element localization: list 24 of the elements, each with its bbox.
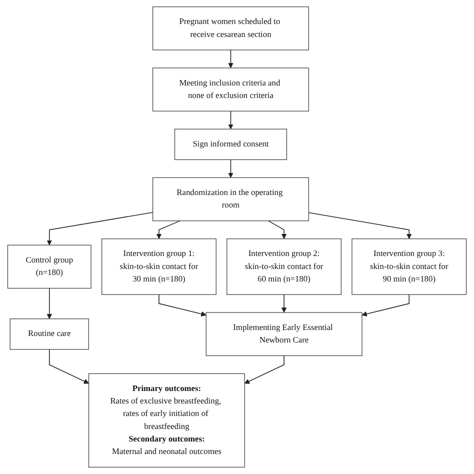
node-box: Routine care bbox=[10, 318, 89, 350]
arrow bbox=[244, 355, 284, 384]
arrow bbox=[158, 294, 206, 316]
node-box: Intervention group 2: skin-to-skin contact for 60 min (n=180) bbox=[226, 238, 342, 295]
arrow bbox=[228, 110, 234, 130]
arrow bbox=[46, 212, 154, 246]
arrow bbox=[228, 159, 234, 178]
node-box: Control group (n=180) bbox=[7, 244, 92, 289]
arrow bbox=[308, 212, 412, 240]
node-box: Intervention group 1: skin-to-skin contact for 30 min (n=180) bbox=[102, 238, 216, 295]
node-box: Primary outcomes: Rates of exclusive breastfeeding, rates of early initiation of breastfeeding Secondary outcomes: Maternal and neonatal outcomes bbox=[88, 373, 245, 468]
node-box: Pregnant women scheduled to receive cesarean section bbox=[152, 6, 309, 50]
node-box: Randomization in the operating room bbox=[152, 177, 309, 222]
arrow bbox=[362, 294, 410, 316]
arrow bbox=[46, 288, 52, 320]
arrow bbox=[49, 349, 90, 384]
arrow bbox=[228, 50, 234, 68]
node-box: Meeting inclusion criteria and none of exclusion criteria bbox=[152, 68, 309, 112]
node-box: Intervention group 3: skin-to-skin contact for 90 min (n=180) bbox=[352, 238, 467, 295]
node-box: Sign informed consent bbox=[174, 128, 288, 160]
node-box: Implementing Early Essential Newborn Care bbox=[206, 312, 362, 356]
arrow bbox=[156, 220, 180, 240]
arrow bbox=[281, 294, 287, 313]
arrow bbox=[268, 220, 287, 240]
